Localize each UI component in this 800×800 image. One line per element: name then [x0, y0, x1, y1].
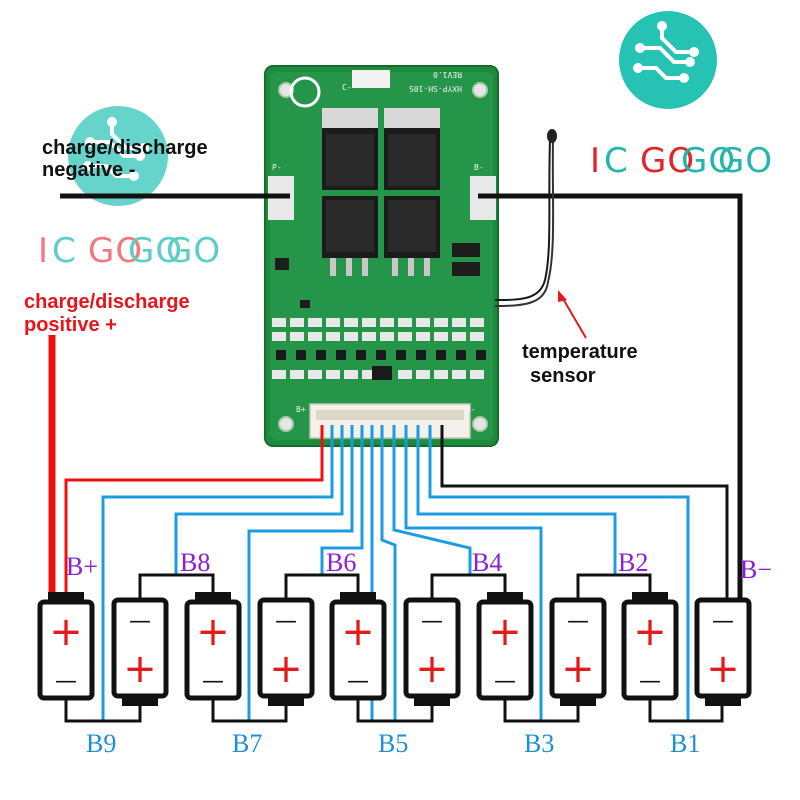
wire-b4	[392, 425, 472, 575]
battery-cell: + —	[329, 592, 387, 701]
wire-b5-b	[380, 425, 397, 721]
plus-sign: +	[561, 646, 595, 692]
temperature-sensor	[494, 129, 587, 339]
pcb-model-text: HXYP-SH-10S	[409, 84, 462, 93]
battery-cells: + — — + + — — + + —	[37, 592, 752, 706]
wire-b-negative-main	[478, 193, 743, 605]
brand-text-left: I C GO GO GO	[38, 231, 221, 271]
minus-sign: —	[275, 609, 297, 634]
tap-labels: B+ B8 B6 B4 B2 B− B9 B7 B5 B3 B1	[66, 548, 772, 758]
connector-bminus-label: B-	[466, 405, 476, 414]
minus-sign: —	[712, 609, 734, 634]
circuit-logo-icon	[68, 106, 168, 206]
battery-cell: — +	[549, 597, 607, 706]
neg-label-line1: charge/discharge	[42, 137, 208, 159]
mosfet	[384, 108, 440, 190]
pcb-rev-text: REV1.0	[433, 70, 462, 79]
circuit-logo-icon	[619, 11, 717, 109]
smd-components	[275, 243, 480, 308]
wire-bplus-sense	[64, 425, 324, 592]
plus-sign: +	[633, 609, 667, 655]
sensor-arrow	[561, 296, 587, 339]
label-b2: B2	[618, 548, 648, 577]
label-b9: B9	[86, 729, 116, 758]
temp-label-line1: temperature	[522, 341, 638, 363]
brand-char-i: I	[590, 141, 601, 181]
wire-bminus-sense	[440, 425, 729, 605]
pcb-pad-b-label: B-	[474, 163, 484, 172]
brand-char-c: C	[604, 141, 629, 181]
mosfet	[322, 196, 378, 276]
neg-label-line2: negative -	[42, 159, 135, 181]
battery-cell: — +	[403, 597, 461, 706]
pcb-c-label: C-	[342, 83, 352, 92]
brand-char-i: I	[38, 231, 49, 271]
pos-label-line2: positive +	[24, 314, 117, 336]
battery-cell: + —	[621, 592, 679, 701]
battery-cell: — +	[111, 597, 169, 706]
battery-cell: + —	[476, 592, 534, 701]
brand-go-1: GO	[640, 141, 695, 181]
battery-cell: — +	[257, 597, 315, 706]
label-b1: B1	[670, 729, 700, 758]
label-bplus: B+	[66, 552, 98, 581]
mosfet	[384, 196, 440, 276]
wire-b9	[101, 425, 334, 721]
wire-b7	[247, 425, 354, 721]
brand-text-right: I C GO GO GO	[590, 141, 773, 181]
brand-go-3: GO	[718, 141, 773, 181]
battery-cell: + —	[37, 592, 95, 701]
minus-sign: —	[55, 669, 77, 694]
brand-char-c: C	[52, 231, 77, 271]
cell-interconnects	[64, 573, 724, 723]
label-b7: B7	[232, 729, 262, 758]
label-b8: B8	[180, 548, 210, 577]
plus-sign: +	[123, 646, 157, 692]
brand-go-3: GO	[166, 231, 221, 271]
label-bminus: B−	[740, 555, 772, 584]
thermistor-bead	[547, 129, 557, 143]
minus-sign: —	[639, 669, 661, 694]
minus-sign: —	[129, 609, 151, 634]
minus-sign: —	[202, 669, 224, 694]
red-wires	[48, 335, 324, 592]
minus-sign: —	[347, 669, 369, 694]
battery-cell: + —	[184, 592, 242, 701]
label-b6: B6	[326, 548, 356, 577]
pcb-board: HXYP-SH-10S REV1.0 C-	[264, 65, 499, 447]
component-rows	[272, 318, 486, 380]
pcb-pad-p-label: P-	[272, 163, 282, 172]
brand-go-2: GO	[128, 231, 183, 271]
minus-sign: —	[421, 609, 443, 634]
label-b3: B3	[524, 729, 554, 758]
plus-sign: +	[706, 646, 740, 692]
plus-sign: +	[415, 646, 449, 692]
label-b5: B5	[378, 729, 408, 758]
pos-label-line1: charge/discharge	[24, 291, 190, 313]
blue-sense-wires	[101, 425, 690, 721]
battery-cell: — +	[694, 597, 752, 706]
brand-go-2: GO	[681, 141, 736, 181]
connector-bplus-label: B+	[296, 405, 306, 414]
wire-b3	[404, 425, 543, 721]
wire-b1	[428, 425, 690, 721]
wire-b8	[174, 425, 344, 575]
brand-go-1: GO	[88, 231, 143, 271]
plus-sign: +	[341, 609, 375, 655]
mosfet	[322, 108, 378, 190]
minus-sign: —	[494, 669, 516, 694]
plus-sign: +	[488, 609, 522, 655]
minus-sign: —	[567, 609, 589, 634]
plus-sign: +	[196, 609, 230, 655]
wire-b6	[320, 425, 364, 575]
callouts: charge/discharge negative - charge/disch…	[24, 137, 638, 387]
plus-sign: +	[269, 646, 303, 692]
label-b4: B4	[472, 548, 502, 577]
temp-label-line2: sensor	[530, 365, 596, 387]
wire-b2	[416, 425, 617, 575]
black-wires	[60, 193, 743, 605]
plus-sign: +	[49, 609, 83, 655]
